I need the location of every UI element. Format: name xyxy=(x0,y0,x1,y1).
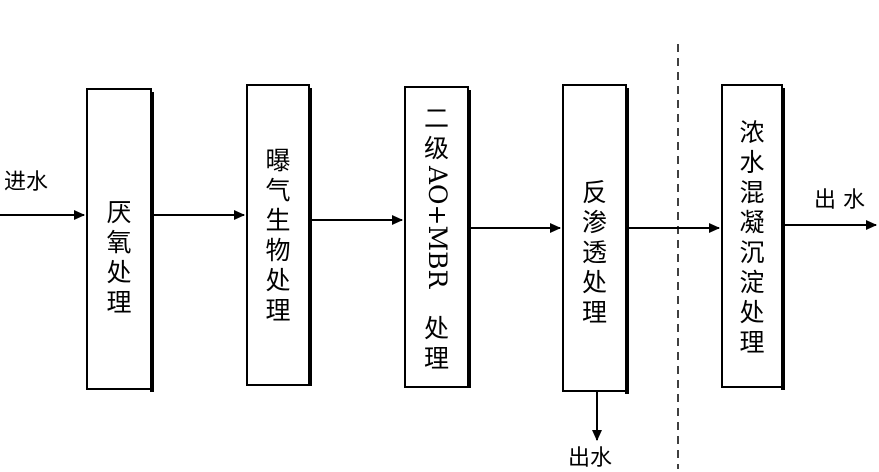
label-char: 处 xyxy=(739,298,765,327)
label-char: 理 xyxy=(423,344,449,373)
box-aeration: 曝气生物处理 xyxy=(246,84,310,386)
label-char: 氧 xyxy=(106,228,132,257)
box-2-shadow xyxy=(308,88,312,386)
label-char: 级 xyxy=(423,134,449,163)
box-ao-mbr-rotated-label: AO+MBR xyxy=(423,166,452,289)
label-char: 凝 xyxy=(739,208,765,237)
box-5-shadow xyxy=(781,88,785,390)
label-char: 理 xyxy=(581,298,607,327)
box-coagulation: 浓水混凝沉淀处理 xyxy=(721,84,783,388)
label-char: 透 xyxy=(581,238,607,267)
label-char: 气 xyxy=(265,176,291,205)
label-char: 物 xyxy=(265,236,291,265)
label-char: 理 xyxy=(106,288,132,317)
box-4-shadow xyxy=(625,88,629,394)
label-char: 处 xyxy=(423,314,449,343)
label-char: 沉 xyxy=(739,238,765,267)
output-bottom-label: 出水 xyxy=(568,446,613,471)
box-anaerobic-label: 厌氧处理 xyxy=(88,198,150,318)
label-char: 二 xyxy=(423,104,449,133)
label-char: 浓 xyxy=(739,118,765,147)
box-anaerobic: 厌氧处理 xyxy=(86,88,152,390)
label-char: 理 xyxy=(265,296,291,325)
box-ao-mbr-bottom-label: 处理 xyxy=(406,314,467,374)
output-right-label: 出 水 xyxy=(814,188,865,213)
box-3-shadow xyxy=(467,90,471,388)
box-ao-mbr-top-label: 二级 xyxy=(406,104,467,164)
label-char: 混 xyxy=(739,178,765,207)
label-char: 水 xyxy=(739,148,765,177)
label-char: 理 xyxy=(739,328,765,357)
box-reverse-osmosis-label: 反渗透处理 xyxy=(564,178,625,328)
box-ao-mbr: 二级 AO+MBR 处理 xyxy=(404,86,469,388)
label-char: 厌 xyxy=(106,198,132,227)
label-char: 处 xyxy=(265,266,291,295)
box-reverse-osmosis: 反渗透处理 xyxy=(562,84,627,392)
box-aeration-label: 曝气生物处理 xyxy=(248,146,308,326)
input-label: 进水 xyxy=(4,170,49,195)
label-char: 曝 xyxy=(265,146,291,175)
label-char: 渗 xyxy=(581,208,607,237)
label-char: 处 xyxy=(581,268,607,297)
box-1-shadow xyxy=(150,92,154,392)
label-char: 处 xyxy=(106,258,132,287)
box-coagulation-label: 浓水混凝沉淀处理 xyxy=(723,118,781,358)
label-char: 反 xyxy=(581,178,607,207)
label-char: 淀 xyxy=(739,268,765,297)
label-char: 生 xyxy=(265,206,291,235)
